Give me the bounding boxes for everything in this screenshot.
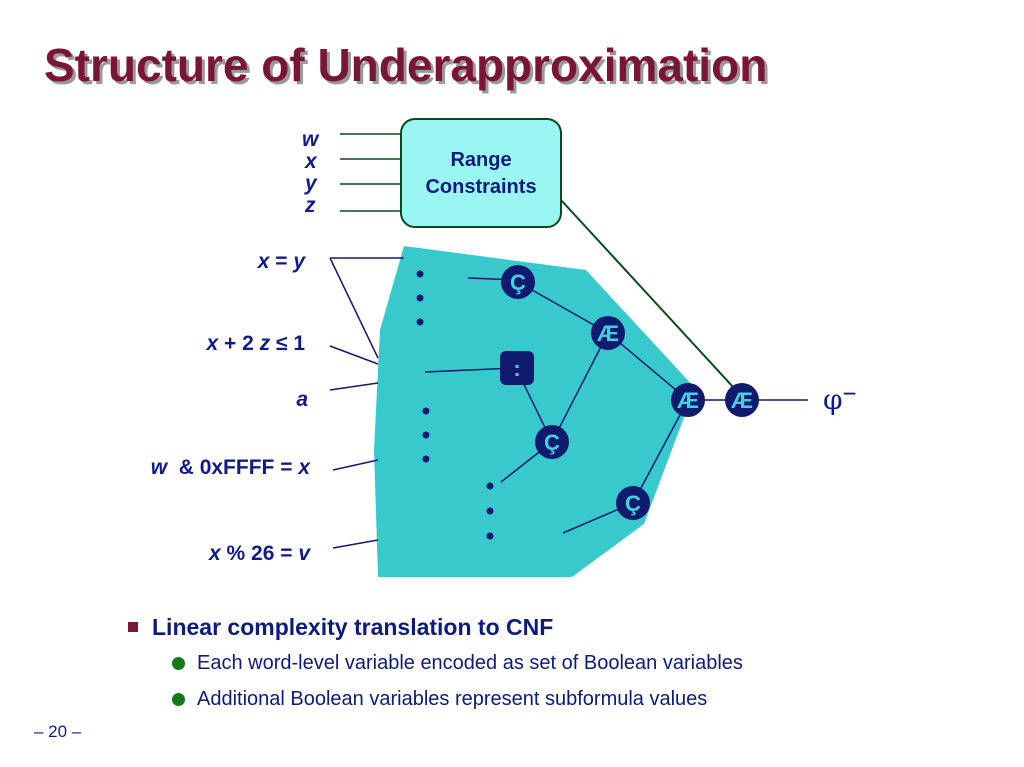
constraint-x-eq-y: x = y (257, 250, 307, 273)
sub-bullet-2: Additional Boolean variables represent s… (172, 688, 707, 711)
input-label-w: w (302, 128, 320, 151)
page-number: – 20 – (34, 722, 82, 741)
input-wires (340, 133, 403, 212)
constraint-x-plus-2z: x + 2 z ≤ 1 (205, 332, 305, 355)
constraint-wires (329, 257, 404, 549)
gate-5: Ç (616, 486, 650, 520)
gate-5-symbol: Ç (625, 491, 641, 516)
input-label-x: x (304, 150, 318, 173)
gate-2-symbol: Æ (597, 321, 619, 346)
output-phi-symbol: φ (823, 383, 843, 416)
gate-3: : (500, 351, 534, 385)
range-box-line2: Constraints (425, 176, 536, 198)
input-label-z: z (304, 194, 316, 217)
round-bullet-icon (172, 657, 185, 670)
constraint-w-and-mask: w & 0xFFFF = x (151, 456, 312, 479)
range-to-gate-wire (560, 199, 735, 389)
bullet-main: Linear complexity translation to CNF (128, 614, 553, 641)
gate-1-symbol: Ç (510, 270, 526, 295)
round-bullet-icon (172, 693, 185, 706)
sub-bullet-2-text: Additional Boolean variables represent s… (197, 688, 708, 710)
constraint-x-mod-26: x % 26 = v (208, 542, 311, 565)
gate-7-symbol: Æ (731, 388, 753, 413)
gate-6-symbol: Æ (677, 388, 699, 413)
gate-1: Ç (501, 265, 535, 299)
square-bullet-icon (128, 622, 138, 632)
input-label-y: y (304, 172, 318, 195)
gate-6: Æ (671, 383, 705, 417)
range-constraints-box (400, 118, 562, 228)
constraint-a: a (296, 388, 308, 411)
sub-bullet-1: Each word-level variable encoded as set … (172, 652, 743, 675)
slide-title: Structure of Underapproximation (44, 39, 768, 91)
bullet-main-text: Linear complexity translation to CNF (152, 614, 554, 640)
ellipsis-dots (416, 270, 494, 540)
gate-2: Æ (591, 316, 625, 350)
gate-7: Æ (725, 383, 759, 417)
gate-3-symbol: : (513, 356, 520, 381)
output-phi: φ– (823, 375, 857, 416)
output-phi-overbar: – (843, 375, 857, 408)
gate-4: Ç (535, 425, 569, 459)
gate-4-symbol: Ç (544, 430, 560, 455)
sub-bullet-1-text: Each word-level variable encoded as set … (197, 652, 743, 674)
range-box-line1: Range (450, 149, 511, 171)
